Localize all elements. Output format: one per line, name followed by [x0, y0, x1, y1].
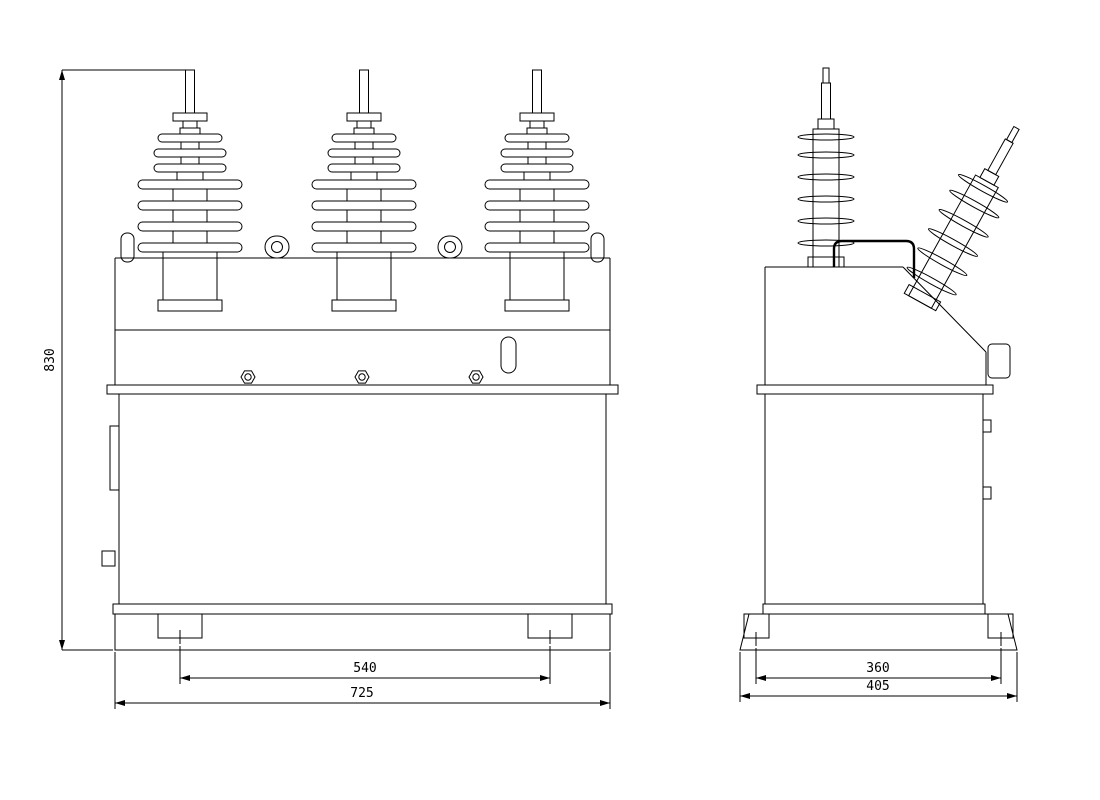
side-bracket: [109, 425, 120, 491]
dim-label-725: 725: [350, 686, 373, 701]
tank-tab-2: [982, 486, 992, 500]
side-flange: [756, 384, 994, 395]
front-view: 830 540 725: [43, 69, 619, 709]
lifting-loop-right: [590, 232, 605, 263]
lifting-eye-right: [437, 235, 463, 259]
side-tank-body: [739, 266, 1018, 651]
dim-label-830: 830: [43, 348, 58, 371]
bolt-3: [468, 370, 484, 384]
dim-label-540: 540: [353, 661, 376, 676]
side-view: 360 405: [739, 67, 1042, 702]
dim-front-feet-span: 540: [179, 646, 551, 684]
cable-bracket: [987, 343, 1011, 379]
front-bushing-2: [311, 69, 417, 312]
bolt-1: [240, 370, 256, 384]
side-angled-bushing: [895, 113, 1042, 317]
drain-valve: [101, 550, 116, 567]
tank-tab-1: [982, 419, 992, 433]
dim-front-overall-width: 725: [114, 652, 611, 709]
dim-label-405: 405: [866, 679, 889, 694]
keyhole-slot: [500, 336, 517, 374]
bolt-2: [354, 370, 370, 384]
dim-side-overall-width: 405: [739, 652, 1018, 702]
side-vertical-bushing: [797, 67, 855, 268]
front-bushing-3: [484, 69, 590, 312]
dim-side-feet-span: 360: [755, 648, 1002, 684]
dim-front-height: 830: [43, 69, 186, 651]
lifting-loop-left: [120, 232, 135, 263]
lifting-eye-left: [264, 235, 290, 259]
dim-label-360: 360: [866, 661, 889, 676]
front-flange: [106, 384, 619, 395]
lifting-handle: [832, 239, 916, 278]
front-bushing-1: [137, 69, 243, 312]
front-tank-body: [101, 232, 619, 651]
